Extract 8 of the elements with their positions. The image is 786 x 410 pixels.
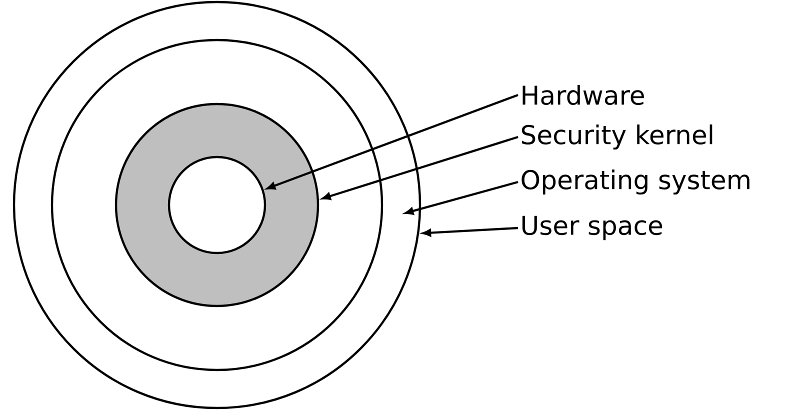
arrow — [322, 136, 518, 200]
layer-label: Operating system — [522, 169, 750, 195]
arrow — [405, 180, 518, 215]
ring — [168, 156, 266, 254]
layer-label: Security kernel — [522, 124, 712, 150]
layer-label: Hardware — [522, 84, 644, 106]
arrow — [266, 94, 518, 190]
layer-label: User space — [522, 216, 662, 240]
